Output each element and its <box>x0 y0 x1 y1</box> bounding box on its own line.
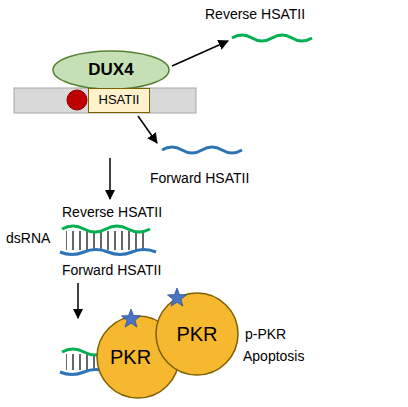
phospho-star <box>167 288 186 306</box>
reverse-transcript <box>232 35 312 41</box>
annotation-label: p-PKR <box>245 326 286 343</box>
centromere-dot <box>67 90 87 110</box>
transcription-arrow <box>138 116 157 143</box>
transcription-factor-ellipse: DUX4 <box>52 50 170 90</box>
node-text: DUX4 <box>88 61 133 80</box>
base-pairs <box>66 231 148 250</box>
step-arrow <box>77 283 79 318</box>
dsrna-forward-strand <box>60 250 156 255</box>
repeat-box: HSATII <box>88 88 150 113</box>
step-arrow <box>109 158 111 199</box>
kinase-circle: PKR <box>155 292 239 376</box>
annotation-label: Forward HSATII <box>62 262 161 279</box>
annotation-label: Reverse HSATII <box>205 6 305 23</box>
chromosome-bar <box>14 88 196 113</box>
forward-transcript <box>162 147 242 153</box>
transcription-arrow <box>172 41 228 66</box>
node-text: PKR <box>110 346 151 368</box>
annotation-label: dsRNA <box>6 230 50 247</box>
phospho-star <box>121 309 140 327</box>
annotation-label: Reverse HSATII <box>62 204 162 221</box>
annotation-label: Forward HSATII <box>150 170 249 187</box>
dsrna-reverse-strand <box>62 226 150 232</box>
node-text: PKR <box>176 323 217 345</box>
annotation-label: Apoptosis <box>243 348 304 365</box>
node-text: HSATII <box>99 93 140 107</box>
